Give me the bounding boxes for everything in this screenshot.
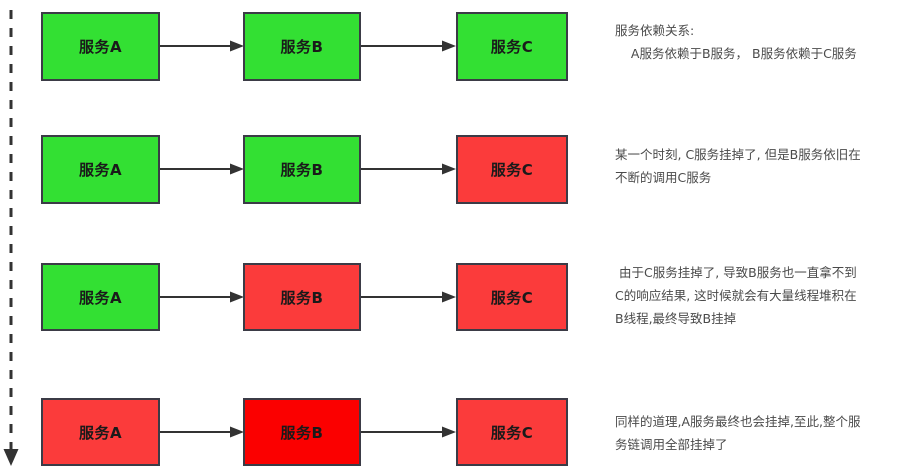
node-label: 服务C xyxy=(490,161,534,179)
node-label: 服务C xyxy=(490,288,534,307)
note-line: 由于C服务挂掉了, 导致B服务也一直拿不到 xyxy=(615,265,857,280)
arrowhead xyxy=(230,40,244,52)
connector-row2-a-to-b xyxy=(160,163,244,175)
note-line: B线程,最终导致B挂掉 xyxy=(615,311,737,326)
note-row3: 由于C服务挂掉了, 导致B服务也一直拿不到 C的响应结果, 这时候就会有大量线程… xyxy=(615,261,897,330)
node-label: 服务A xyxy=(78,423,123,442)
node-label: 服务C xyxy=(490,423,534,442)
node-label: 服务B xyxy=(280,38,324,56)
arrowhead xyxy=(230,426,244,438)
note-line: A服务依赖于B服务， B服务依赖于C服务 xyxy=(615,46,857,61)
node-row2-service-b[interactable]: 服务B xyxy=(243,135,361,204)
node-label: 服务A xyxy=(78,161,123,179)
connector-row3-b-to-c xyxy=(361,291,456,303)
arrowhead xyxy=(442,40,456,52)
time-axis-arrowhead xyxy=(3,449,19,466)
arrowhead xyxy=(442,163,456,175)
note-row4: 同样的道理,A服务最终也会挂掉,至此,整个服 务链调用全部挂掉了 xyxy=(615,410,897,456)
note-line: 同样的道理,A服务最终也会挂掉,至此,整个服 xyxy=(615,414,861,429)
node-row1-service-a[interactable]: 服务A xyxy=(41,12,160,81)
node-row1-service-b[interactable]: 服务B xyxy=(243,12,361,81)
node-label: 服务A xyxy=(78,38,123,56)
connector-row2-b-to-c xyxy=(361,163,456,175)
arrowhead xyxy=(230,291,244,303)
connector-row4-b-to-c xyxy=(361,426,456,438)
note-row1: 服务依赖关系: A服务依赖于B服务， B服务依赖于C服务 xyxy=(615,19,897,65)
node-row3-service-a[interactable]: 服务A xyxy=(41,263,160,331)
arrowhead xyxy=(230,163,244,175)
node-label: 服务A xyxy=(78,288,123,307)
note-line: 某一个时刻, C服务挂掉了, 但是B服务依旧在 xyxy=(615,147,861,162)
node-row2-service-a[interactable]: 服务A xyxy=(41,135,160,204)
node-label: 服务B xyxy=(280,423,324,442)
connector-row1-a-to-b xyxy=(160,40,244,52)
connector-row4-a-to-b xyxy=(160,426,244,438)
note-line: 不断的调用C服务 xyxy=(615,170,712,185)
node-row2-service-c[interactable]: 服务C xyxy=(456,135,568,204)
connector-row3-a-to-b xyxy=(160,291,244,303)
node-row4-service-c[interactable]: 服务C xyxy=(456,398,568,466)
node-label: 服务B xyxy=(280,288,324,307)
node-row4-service-b[interactable]: 服务B xyxy=(243,398,361,466)
node-row3-service-b[interactable]: 服务B xyxy=(243,263,361,331)
node-row3-service-c[interactable]: 服务C xyxy=(456,263,568,331)
arrowhead xyxy=(442,426,456,438)
node-label: 服务C xyxy=(490,38,534,56)
time-axis-arrow xyxy=(3,10,19,466)
note-line: 服务依赖关系: xyxy=(615,23,695,38)
node-row1-service-c[interactable]: 服务C xyxy=(456,12,568,81)
node-row4-service-a[interactable]: 服务A xyxy=(41,398,160,466)
note-row2: 某一个时刻, C服务挂掉了, 但是B服务依旧在 不断的调用C服务 xyxy=(615,143,897,189)
note-line: 务链调用全部挂掉了 xyxy=(615,437,728,452)
note-line: C的响应结果, 这时候就会有大量线程堆积在 xyxy=(615,288,857,303)
arrowhead xyxy=(442,291,456,303)
connector-row1-b-to-c xyxy=(361,40,456,52)
node-label: 服务B xyxy=(280,161,324,179)
